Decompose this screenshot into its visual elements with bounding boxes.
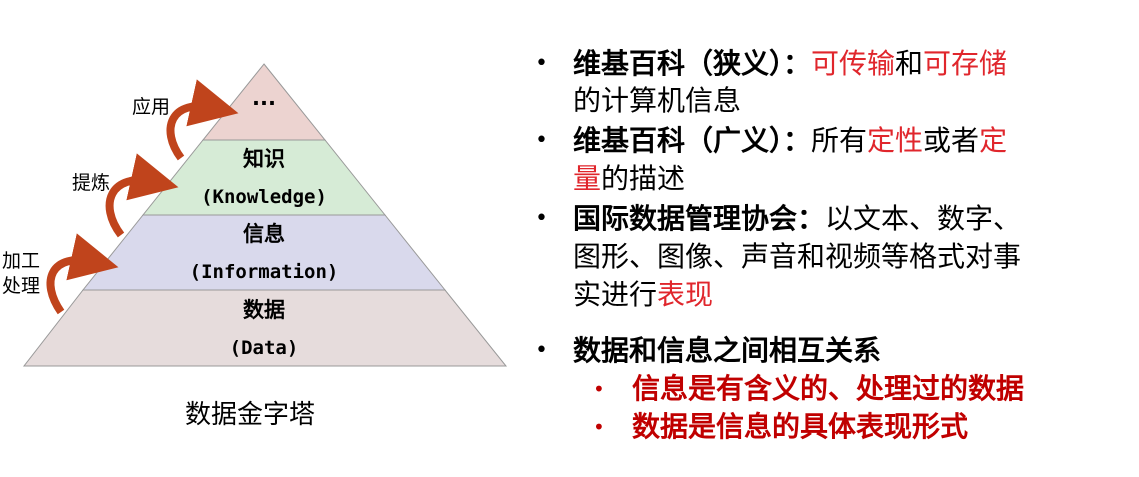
sub-bullet-2: 数据是信息的具体表现形式 (632, 410, 969, 443)
text: 以文本、数字、 (825, 202, 1022, 235)
text: 表现 (657, 278, 714, 311)
arrow-apply-icon (166, 79, 239, 161)
level-information-title: 信息 (243, 222, 285, 246)
sub-bullet-icon: • (593, 377, 605, 401)
bullet-icon: • (535, 338, 548, 363)
text: 维基百科（狭义）： (573, 47, 812, 80)
text: 和 (895, 47, 924, 80)
label-process-1: 加工 (2, 250, 41, 272)
label-process-2: 处理 (2, 275, 41, 297)
text: 维基百科（广义）： (573, 124, 812, 157)
text: 量 (573, 162, 602, 195)
bullet-icon: • (535, 206, 548, 231)
bullet-1-line-2: 的计算机信息 (573, 84, 742, 117)
level-information-subtitle: (Information) (189, 261, 339, 283)
text: 所有 (811, 124, 868, 157)
text: 定 (979, 124, 1008, 157)
text: 的描述 (601, 162, 686, 195)
bullet-3-line-3: 实进行表现 (573, 278, 713, 312)
bullet-2-line-2: 量的描述 (573, 162, 685, 196)
level-top-title: ... (252, 86, 276, 110)
bullet-4-line-1: 数据和信息之间相互关系 (573, 334, 882, 367)
text: 国际数据管理协会： (573, 202, 826, 235)
level-knowledge-subtitle: (Knowledge) (201, 186, 327, 208)
level-data-subtitle: (Data) (229, 337, 299, 359)
pyramid-level-data (22, 289, 508, 367)
text: 可传输 (811, 47, 896, 80)
arrow-process-icon (46, 233, 119, 315)
text: 定性 (867, 124, 924, 157)
bullet-3-line-2: 图形、图像、声音和视频等格式对事 (573, 240, 1022, 273)
bullet-icon: • (535, 128, 548, 153)
level-knowledge-title: 知识 (243, 147, 285, 171)
text: 实进行 (573, 278, 658, 311)
bullet-icon: • (535, 51, 548, 76)
arrow-refine-icon (105, 153, 179, 238)
bullet-2-line-1: 维基百科（广义）：所有定性或者定 (573, 124, 1007, 158)
sub-bullet-icon: • (593, 415, 605, 439)
level-data-title: 数据 (243, 298, 285, 322)
bullet-1-line-1: 维基百科（狭义）：可传输和可存储 (573, 47, 1007, 81)
bullet-3-line-1: 国际数据管理协会：以文本、数字、 (573, 202, 1021, 236)
text: 可存储 (923, 47, 1008, 80)
sub-bullet-1: 信息是有含义的、处理过的数据 (632, 372, 1025, 405)
label-apply: 应用 (132, 96, 171, 118)
text: 或者 (923, 124, 980, 157)
pyramid-diagram (22, 63, 508, 367)
label-refine: 提炼 (72, 172, 111, 194)
pyramid-caption: 数据金字塔 (185, 400, 316, 430)
